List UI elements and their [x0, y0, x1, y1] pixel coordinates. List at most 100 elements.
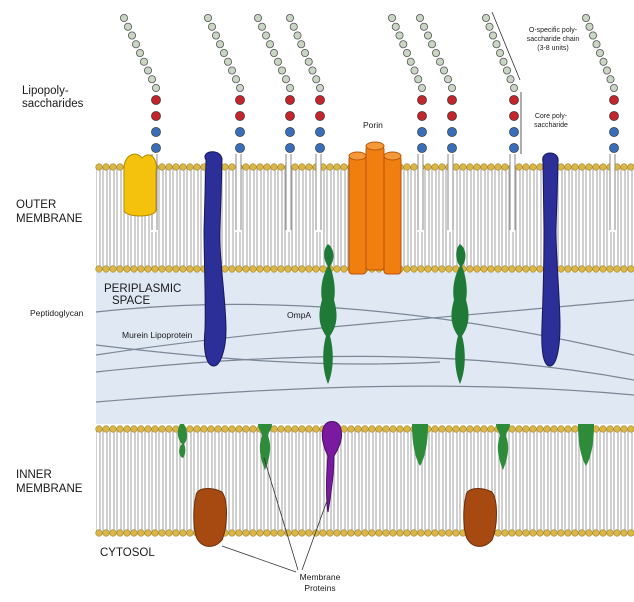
- lipid-head: [565, 530, 572, 537]
- lipid-head: [383, 530, 390, 537]
- lipid-head: [439, 530, 446, 537]
- lipid-head: [173, 530, 180, 537]
- inner-membrane: [96, 426, 634, 537]
- o-chain-bead: [140, 58, 147, 65]
- o-chain-bead: [415, 76, 422, 83]
- core-bead: [235, 111, 244, 120]
- lipid-head: [334, 164, 341, 171]
- core-bead: [315, 143, 324, 152]
- lipid-head: [628, 530, 634, 537]
- lipid-head: [614, 426, 621, 433]
- lipid-head: [341, 266, 348, 273]
- lipid-head: [488, 426, 495, 433]
- lipid-head: [110, 530, 117, 537]
- lipid-head: [292, 266, 299, 273]
- o-chain-bead: [416, 14, 423, 21]
- lipid-head: [243, 164, 250, 171]
- o-chain-bead: [436, 58, 443, 65]
- lipid-head: [600, 530, 607, 537]
- lipid-head: [600, 426, 607, 433]
- core-bead: [609, 95, 618, 104]
- lipid-head: [313, 266, 320, 273]
- porin-barrel-top: [349, 152, 366, 160]
- lipid-head: [131, 530, 138, 537]
- o-chain-bead: [290, 23, 297, 30]
- lipid-head: [481, 266, 488, 273]
- porin-barrel: [384, 156, 401, 274]
- lipid-head: [131, 266, 138, 273]
- lipid-head: [481, 426, 488, 433]
- lipid-head: [110, 164, 117, 171]
- lipid-head: [523, 164, 530, 171]
- o-chain-bead: [316, 84, 323, 91]
- core-bead: [509, 127, 518, 136]
- lipid-head: [250, 266, 257, 273]
- lipid-head: [145, 426, 152, 433]
- lipid-head: [572, 426, 579, 433]
- o-chain-bead: [274, 58, 281, 65]
- lipid-head: [425, 266, 432, 273]
- lipid-head: [194, 266, 201, 273]
- lipid-head: [313, 426, 320, 433]
- lipid-head: [341, 164, 348, 171]
- lipid-head: [453, 530, 460, 537]
- lipid-head: [138, 530, 145, 537]
- o-chain-bead: [228, 67, 235, 74]
- lipid-head: [152, 426, 159, 433]
- lipid-head: [306, 266, 313, 273]
- lipid-head: [159, 426, 166, 433]
- lipid-head: [334, 530, 341, 537]
- lipid-head: [180, 164, 187, 171]
- lipid-head: [285, 266, 292, 273]
- lipid-head: [166, 266, 173, 273]
- o-chain-bead: [132, 41, 139, 48]
- core-polysaccharide-label: Core poly-saccharide: [534, 113, 568, 129]
- o-chain-bead: [486, 23, 493, 30]
- lipid-head: [383, 426, 390, 433]
- lipid-head: [579, 164, 586, 171]
- lipid-head: [565, 426, 572, 433]
- lipid-head: [404, 426, 411, 433]
- lipid-head: [243, 266, 250, 273]
- o-chain-bead: [204, 14, 211, 21]
- o-chain-bead: [392, 23, 399, 30]
- lipid-head: [355, 426, 362, 433]
- lipid-head: [432, 164, 439, 171]
- lipid-head: [278, 164, 285, 171]
- lipid-head: [579, 266, 586, 273]
- o-chain-bead: [603, 67, 610, 74]
- lipid-head: [250, 164, 257, 171]
- core-bead: [315, 111, 324, 120]
- lipid-head: [96, 164, 103, 171]
- core-bead: [447, 143, 456, 152]
- o-chain-bead: [266, 41, 273, 48]
- lipid-head: [278, 530, 285, 537]
- lipid-head: [607, 266, 614, 273]
- lipid-head: [327, 164, 334, 171]
- core-bead: [285, 95, 294, 104]
- lipid-head: [257, 266, 264, 273]
- o-chain-bead: [236, 84, 243, 91]
- o-chain-bead: [388, 14, 395, 21]
- outer-membrane-label: OUTERMEMBRANE: [16, 199, 83, 225]
- lipid-head: [607, 530, 614, 537]
- lipid-head: [530, 530, 537, 537]
- o-chain-bead: [216, 41, 223, 48]
- lipid-head: [194, 426, 201, 433]
- lipid-head: [180, 530, 187, 537]
- lipid-head: [425, 164, 432, 171]
- o-chain-bead: [407, 58, 414, 65]
- o-chain-bead: [254, 14, 261, 21]
- lipid-head: [96, 530, 103, 537]
- o-chain-bead: [305, 58, 312, 65]
- lipid-head: [348, 426, 355, 433]
- lipid-head: [593, 266, 600, 273]
- lipid-head: [502, 266, 509, 273]
- o-chain-bead: [220, 49, 227, 56]
- lipid-head: [411, 530, 418, 537]
- lipopolysaccharides-label: Lipopoly-saccharides: [22, 85, 84, 110]
- lipid-head: [306, 164, 313, 171]
- porin-barrel-top: [384, 152, 401, 160]
- core-bead: [447, 95, 456, 104]
